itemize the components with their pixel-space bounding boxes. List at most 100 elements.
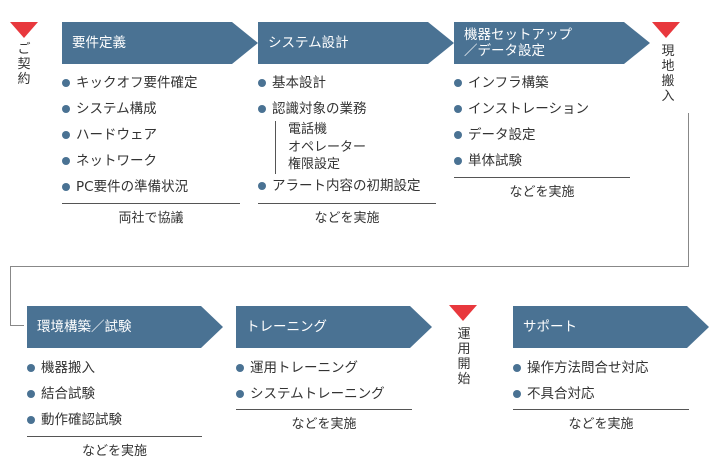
bullet-icon (454, 157, 462, 165)
list-item: 運用トレーニング (236, 360, 385, 376)
step-note: 両社で協議 (118, 211, 184, 226)
step-title: システム設計 (268, 35, 349, 51)
bullet-icon (27, 390, 35, 398)
list-item: システム構成 (62, 101, 198, 117)
item-text: 機器搬入 (41, 360, 95, 376)
sub-item: 電話機 (288, 122, 328, 137)
divider (513, 409, 689, 410)
item-text: 単体試験 (468, 153, 522, 169)
item-text: 不具合対応 (527, 386, 595, 402)
list-item: データ設定 (454, 127, 589, 143)
item-text: ネットワーク (76, 153, 157, 169)
sub-item: オペレーター (288, 139, 367, 155)
sub-item: 権限設定 (288, 157, 341, 172)
item-text: インストレーション (468, 101, 589, 117)
contract-marker-icon (10, 22, 38, 38)
bullet-icon (62, 105, 70, 113)
list-item: 不具合対応 (513, 386, 649, 402)
step-requirements-definition: 要件定義 (62, 22, 258, 64)
bullet-icon (27, 416, 35, 424)
step-support: サポート (513, 306, 709, 348)
list-item: ハードウェア (62, 127, 198, 143)
bullet-icon (258, 182, 266, 190)
bullet-icon (62, 183, 70, 191)
step-title-line1: 機器セットアップ (464, 27, 572, 43)
flow-connector-horizontal (10, 266, 689, 267)
step-environment-build-items: 機器搬入 結合試験 動作確認試験 (27, 360, 122, 428)
bullet-icon (513, 390, 521, 398)
item-text: 結合試験 (41, 386, 95, 402)
bullet-icon (258, 79, 266, 87)
item-text: アラート内容の初期設定 (272, 178, 421, 194)
step-equipment-setup: 機器セットアップ ／データ設定 (454, 22, 650, 64)
list-item: インフラ構築 (454, 75, 589, 91)
bullet-icon (236, 390, 244, 398)
step-note: などを実施 (509, 185, 575, 200)
list-item: ネットワーク (62, 153, 198, 169)
divider (454, 177, 630, 178)
item-text: 認識対象の業務 (272, 101, 367, 117)
item-text: システムトレーニング (250, 386, 385, 402)
contract-marker-label: ご契約 (17, 42, 31, 87)
bullet-icon (258, 105, 266, 113)
divider (258, 203, 436, 204)
step-system-design: システム設計 (258, 22, 454, 64)
bullet-icon (454, 79, 462, 87)
step-title: 環境構築／試験 (37, 319, 132, 335)
bullet-icon (62, 157, 70, 165)
list-item: 機器搬入 (27, 360, 122, 376)
step-title: 要件定義 (72, 35, 126, 51)
divider (236, 409, 412, 410)
step-system-design-items-after: アラート内容の初期設定 (258, 178, 421, 194)
list-item: 結合試験 (27, 386, 122, 402)
item-text: PC要件の準備状況 (76, 179, 189, 195)
step-system-design-subitems: 電話機 オペレーター 権限設定 (275, 121, 366, 174)
list-item: インストレーション (454, 101, 589, 117)
step-system-design-items: 基本設計 認識対象の業務 (258, 75, 367, 117)
operation-start-marker-label: 運用開始 (457, 327, 471, 387)
step-arrow-shape (513, 306, 709, 348)
step-note: などを実施 (314, 211, 380, 226)
list-item: 操作方法問合せ対応 (513, 360, 649, 376)
step-note: などを実施 (568, 417, 634, 432)
step-arrow-shape (27, 306, 223, 348)
item-text: データ設定 (468, 127, 536, 143)
item-text: システム構成 (76, 101, 157, 117)
flow-connector-left (10, 266, 11, 326)
step-training-items: 運用トレーニング システムトレーニング (236, 360, 385, 402)
delivery-marker-label: 現地搬入 (661, 44, 675, 104)
list-item: アラート内容の初期設定 (258, 178, 421, 194)
step-note: などを実施 (81, 444, 147, 459)
step-title-line2: ／データ設定 (464, 43, 545, 59)
item-text: 操作方法問合せ対応 (527, 360, 649, 376)
divider (62, 203, 240, 204)
flow-connector-stub (10, 325, 24, 326)
list-item: 動作確認試験 (27, 412, 122, 428)
item-text: インフラ構築 (468, 75, 549, 91)
list-item: システムトレーニング (236, 386, 385, 402)
step-equipment-setup-items: インフラ構築 インストレーション データ設定 単体試験 (454, 75, 589, 169)
step-title: 機器セットアップ ／データ設定 (464, 22, 624, 64)
step-title: サポート (523, 319, 577, 335)
bullet-icon (513, 364, 521, 372)
list-item: 基本設計 (258, 75, 367, 91)
bullet-icon (27, 364, 35, 372)
bullet-icon (454, 131, 462, 139)
flow-connector-right (688, 113, 689, 267)
item-text: 動作確認試験 (41, 412, 122, 428)
item-text: ハードウェア (76, 127, 157, 143)
step-requirements-items: キックオフ要件確定 システム構成 ハードウェア ネットワーク PC要件の準備状況 (62, 75, 198, 195)
step-arrow-shape (258, 22, 454, 64)
item-text: キックオフ要件確定 (76, 75, 198, 91)
list-item: キックオフ要件確定 (62, 75, 198, 91)
item-text: 運用トレーニング (250, 360, 358, 376)
step-title: トレーニング (246, 319, 327, 335)
step-arrow-shape (236, 306, 432, 348)
list-item: PC要件の準備状況 (62, 179, 198, 195)
step-arrow-shape (62, 22, 258, 64)
bullet-icon (62, 131, 70, 139)
delivery-marker-icon (652, 22, 680, 38)
list-item: 認識対象の業務 (258, 101, 367, 117)
bullet-icon (236, 364, 244, 372)
step-arrow-shape (454, 22, 650, 64)
